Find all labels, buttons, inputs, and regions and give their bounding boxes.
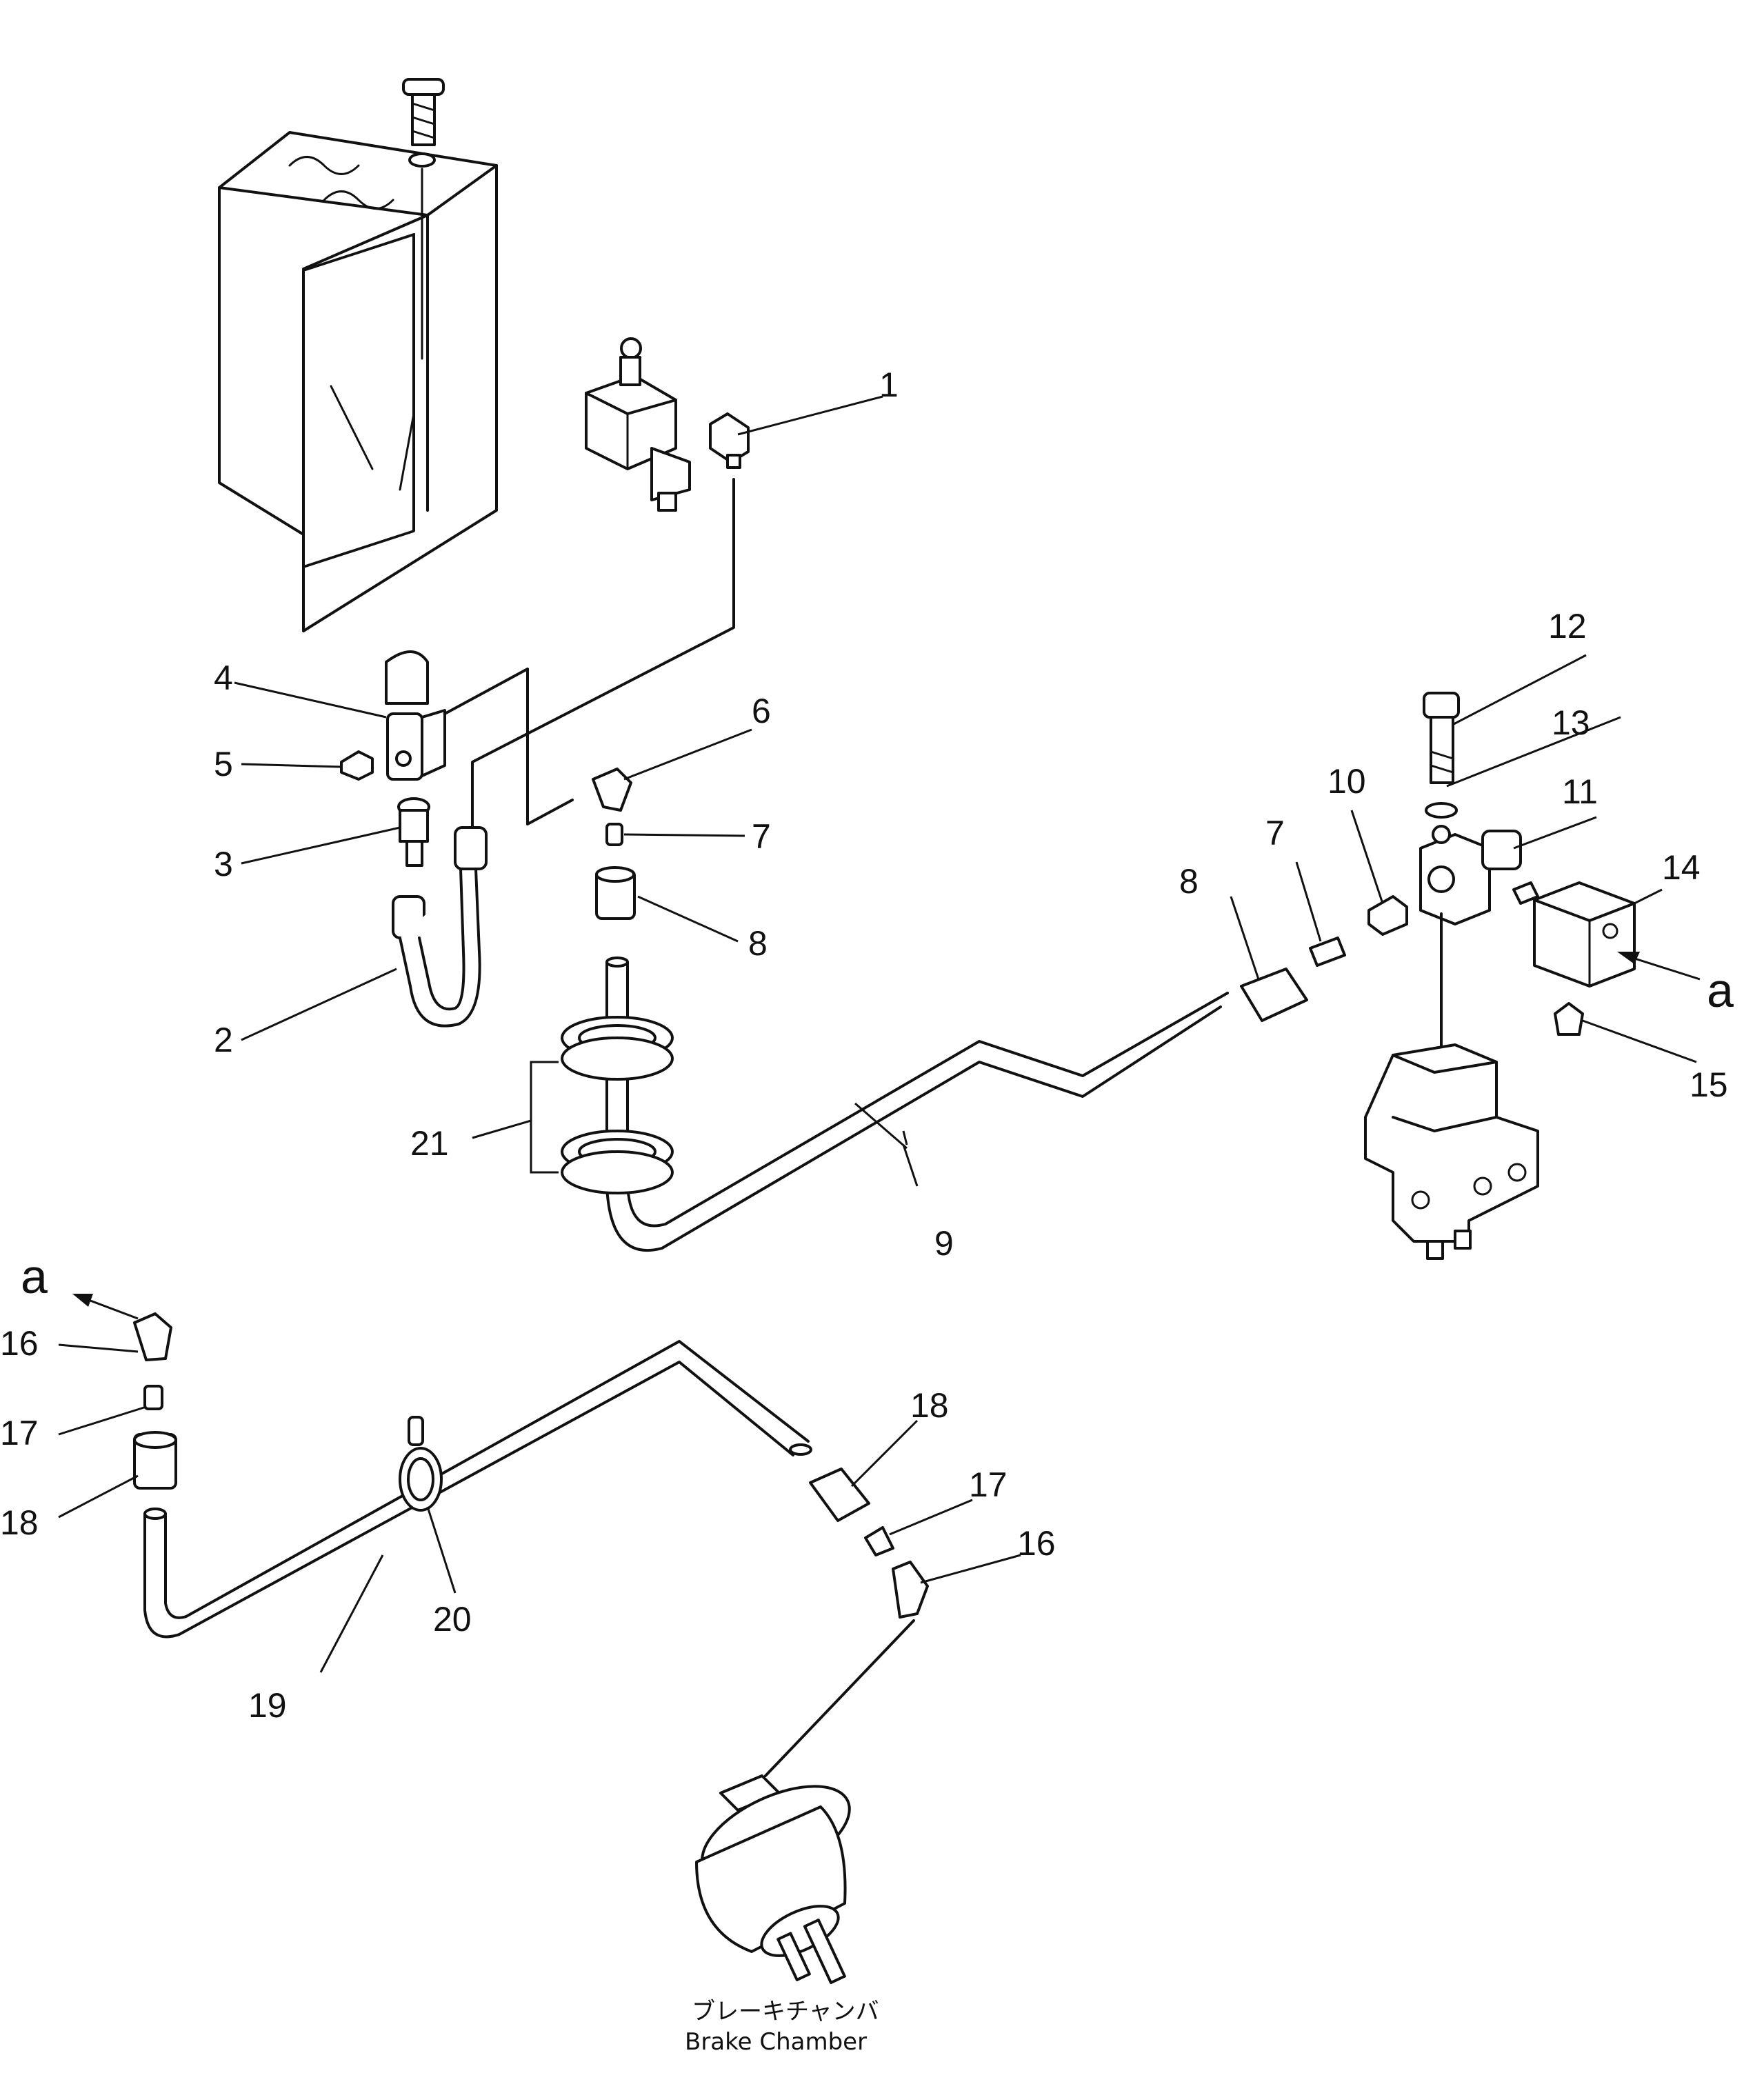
label-17-left: 17: [0, 1414, 39, 1452]
caption-english: Brake Chamber: [685, 2028, 867, 2056]
part-13-washer: [1425, 802, 1458, 819]
brake-chamber: [695, 1774, 851, 1985]
label-5: 5: [214, 745, 233, 783]
upper-valve: [585, 337, 691, 512]
part-5-plug: [340, 750, 374, 781]
caption-japanese: ブレーキチャンバ: [692, 1998, 879, 2025]
leader-lines: [58, 395, 1701, 1673]
label-17-right: 17: [969, 1465, 1008, 1504]
label-19: 19: [248, 1686, 287, 1725]
part-21-grommet-upper: [561, 1016, 674, 1081]
label-20: 20: [433, 1600, 472, 1639]
part-21-grommet-lower: [561, 1130, 674, 1194]
part-1-elbow: [709, 412, 750, 469]
label-2: 2: [214, 1021, 233, 1059]
label-a-left: a: [21, 1250, 48, 1303]
label-14: 14: [1662, 848, 1701, 887]
part-19-pipe: [143, 1340, 812, 1639]
top-bolt: [402, 78, 445, 360]
label-18-right: 18: [910, 1386, 949, 1425]
label-3: 3: [214, 845, 233, 883]
label-4: 4: [214, 659, 233, 697]
label-7-right: 7: [1265, 814, 1285, 852]
label-1: 1: [879, 365, 899, 404]
label-15: 15: [1690, 1065, 1728, 1104]
label-9: 9: [934, 1224, 954, 1263]
pipe-1-route: [471, 478, 735, 829]
part-10-fitting: [1367, 895, 1408, 936]
label-8-upper: 8: [748, 924, 768, 963]
label-12: 12: [1548, 607, 1587, 645]
part-17-right: [864, 1526, 894, 1556]
part-6-elbow: [592, 768, 632, 812]
panel-bracket: [218, 131, 498, 632]
label-18-left: 18: [0, 1503, 39, 1542]
part-14-block: [1512, 881, 1636, 988]
part-7-right: [1309, 937, 1346, 967]
part-12-bolt: [1423, 692, 1460, 784]
label-21: 21: [410, 1124, 449, 1163]
label-16-right: 16: [1017, 1524, 1056, 1563]
part-11-valve: [1419, 825, 1522, 925]
part-18-left: [133, 1431, 177, 1490]
label-13: 13: [1552, 703, 1590, 742]
part-15-plug: [1554, 1002, 1584, 1036]
label-6: 6: [752, 692, 771, 730]
part-18-right: [809, 1468, 870, 1522]
part-8-right: [1240, 968, 1308, 1022]
part-17-left: [143, 1385, 163, 1410]
label-8-right: 8: [1179, 862, 1199, 901]
label-10: 10: [1327, 762, 1366, 801]
part-16-elbow-left: [133, 1312, 172, 1361]
part-8-upper: [595, 866, 636, 920]
part-9-pipe: [605, 957, 1229, 1252]
chamber-line: [764, 1619, 915, 1777]
label-a-right: a: [1707, 963, 1734, 1017]
label-7-upper: 7: [752, 817, 771, 856]
part-16-elbow-right: [892, 1561, 929, 1619]
label-11: 11: [1562, 772, 1598, 811]
part-20-clamp: [399, 1416, 443, 1512]
lower-right-valve: [1364, 1043, 1539, 1260]
part-3-adapter: [397, 797, 430, 867]
pipe-4-route: [443, 668, 574, 825]
part-4-valve: [385, 650, 446, 781]
part-7-upper: [605, 823, 623, 846]
label-16-left: 16: [0, 1324, 39, 1363]
part-2-hose: [392, 826, 488, 1028]
part-labels: 1 4 5 3 2 6 7 8 21 9 8 7 10 12 13 11 14 …: [0, 365, 1734, 1725]
